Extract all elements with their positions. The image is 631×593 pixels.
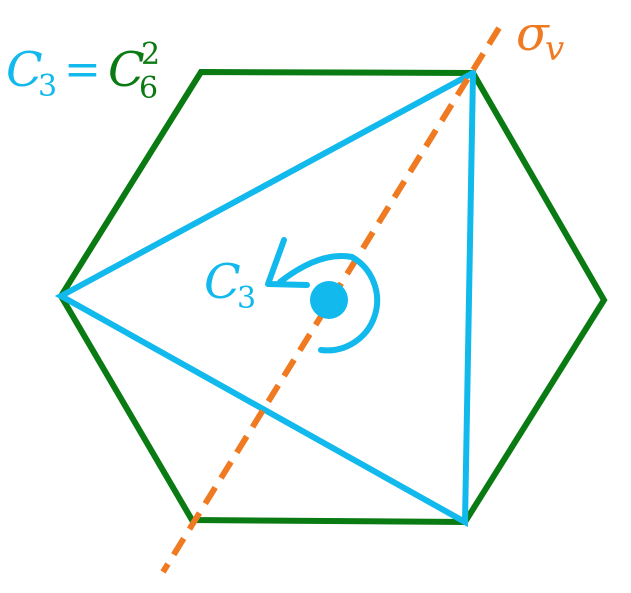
c3-letter: C (6, 42, 43, 98)
c6-letter: C (108, 42, 145, 98)
sigma-subscript: v (545, 29, 564, 69)
c6-superscript: 2 (141, 37, 160, 72)
mirror-plane-line (160, 26, 502, 574)
mirror-plane-label: σ v (516, 6, 564, 69)
center-rotation-label: C 3 (204, 254, 256, 316)
center-c-subscript: 3 (237, 281, 256, 316)
center-c-letter: C (204, 254, 241, 310)
top-left-equation-label: C 3 = C 6 2 (6, 37, 160, 106)
c3-subscript: 3 (38, 69, 57, 104)
equals-sign: = (64, 44, 101, 95)
counterclockwise-arrow-icon (265, 237, 381, 354)
rotation-axis-dot-icon (310, 281, 348, 319)
sigma-letter: σ (516, 6, 550, 62)
c6-subscript: 6 (139, 71, 158, 106)
inscribed-triangle (54, 67, 477, 528)
